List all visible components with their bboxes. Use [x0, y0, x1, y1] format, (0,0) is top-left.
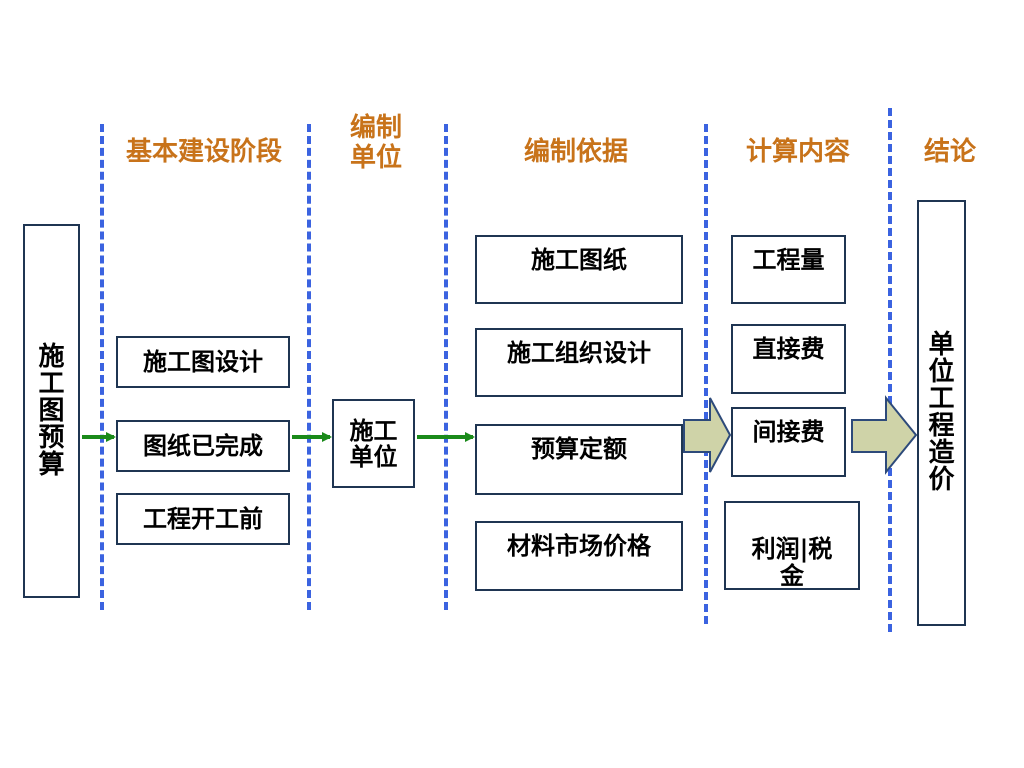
calc-item-direct-cost: 直接费: [731, 324, 846, 394]
header-stage: 基本建设阶段: [125, 137, 282, 167]
calc-item-label: 间接费: [752, 418, 825, 446]
basis-item-label: 材料市场价格: [507, 532, 651, 560]
basis-item-organization: 施工组织设计: [475, 328, 683, 397]
construction-unit-label: 施工 单位: [349, 416, 398, 471]
calc-item-indirect-cost: 间接费: [731, 407, 846, 477]
calc-item-quantity: 工程量: [731, 235, 846, 304]
calc-item-profit-tax: 利润|税 金: [724, 501, 860, 590]
block-arrow-1: [683, 397, 732, 473]
header-unit: 编制 单位: [349, 113, 402, 173]
divider-4: [704, 124, 708, 624]
header-conclusion: 结论: [923, 137, 976, 167]
header-basis: 编制依据: [523, 137, 628, 167]
calc-item-label: 利润|税 金: [751, 535, 833, 590]
calc-item-label: 工程量: [752, 246, 825, 274]
basis-item-drawings: 施工图纸: [475, 235, 683, 304]
divider-5: [888, 108, 892, 632]
budget-box: 施工图预算: [23, 224, 80, 598]
stage-item-label: 施工图设计: [143, 348, 263, 376]
stage-item-drawings-done: 图纸已完成: [116, 420, 290, 472]
stage-item-design: 施工图设计: [116, 336, 290, 388]
construction-unit-box: 施工 单位: [332, 399, 415, 488]
basis-item-label: 预算定额: [531, 435, 627, 463]
basis-item-label: 施工图纸: [531, 246, 627, 274]
budget-box-label: 施工图预算: [38, 341, 65, 480]
divider-1: [100, 124, 104, 610]
basis-item-label: 施工组织设计: [507, 339, 651, 367]
result-box-label: 单位工程造价: [928, 330, 955, 495]
block-arrow-2: [851, 395, 918, 475]
divider-3: [444, 124, 448, 610]
stage-item-before-start: 工程开工前: [116, 493, 290, 545]
basis-item-material-price: 材料市场价格: [475, 521, 683, 591]
stage-item-label: 图纸已完成: [143, 432, 263, 460]
divider-2: [307, 124, 311, 610]
basis-item-quota: 预算定额: [475, 424, 683, 495]
result-box: 单位工程造价: [917, 200, 966, 626]
header-calc: 计算内容: [745, 137, 850, 167]
stage-item-label: 工程开工前: [143, 505, 263, 533]
calc-item-label: 直接费: [752, 335, 825, 363]
